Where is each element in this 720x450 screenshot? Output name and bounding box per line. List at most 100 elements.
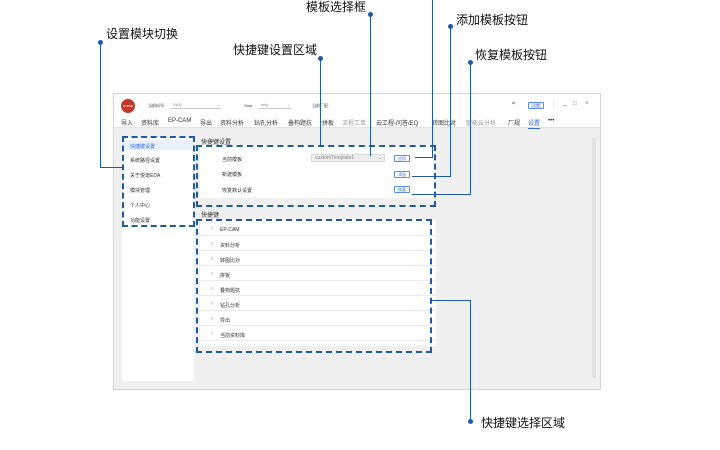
shortcut-row-panel[interactable]: › 拼板 [200, 268, 436, 281]
shortcut-row-label: 导出 [220, 318, 231, 324]
chevron-right-icon: › [211, 316, 213, 322]
shortcut-list: ›EP-CAM ›资料分析 ›转图比对 ›拼板 ›叠构题抗 ›钻孔分析 ›导出 … [200, 220, 436, 346]
add-template-button[interactable]: 添加 [394, 171, 410, 178]
shortcut-row-label: 拼板 [220, 273, 231, 279]
chevron-down-icon: ⌄ [286, 102, 290, 107]
chevron-right-icon: › [211, 286, 213, 292]
callout-line [412, 194, 471, 196]
chevron-right-icon: › [211, 256, 213, 262]
shortcut-row-label: 当前资料库 [220, 333, 246, 339]
close-icon[interactable]: × [585, 101, 589, 107]
shortcut-row-label: 转图比对 [220, 258, 241, 264]
chevron-right-icon: › [211, 301, 213, 307]
sidebar-item-modules[interactable]: 模块管理 [130, 188, 151, 194]
maximize-icon[interactable]: □ [573, 101, 577, 107]
menu-item-cloud-eq[interactable]: 云工程-问答/EQ [376, 121, 419, 127]
shortcut-select-highlight [196, 219, 432, 353]
step-value: orig [261, 102, 268, 107]
menu-bar: 导入 资料库 EP-CAM 导出 资料分析 钻孔分析 叠构题抗 拼板 流程工单 … [114, 114, 600, 129]
menu-item-stackup[interactable]: 叠构题抗 [288, 121, 313, 127]
menu-item-factory-rules[interactable]: 厂规 [508, 121, 521, 127]
title-bar: HYPER 当前料号: 2402 ⌄ Step: orig ⌄ 当前厂配: ⌗ … [114, 94, 600, 114]
callout-line [100, 167, 123, 169]
template-select-value: customTemplate1 [315, 155, 355, 161]
shortcut-row-label: 资料分析 [220, 243, 241, 249]
callout-line [432, 0, 434, 157]
shortcut-row-stackup[interactable]: › 叠构题抗 [200, 283, 436, 296]
current-model-label: 当前料号: [148, 103, 166, 108]
shortcut-settings-title: 快捷键设置 [201, 140, 232, 146]
menu-item-drill-analysis[interactable]: 钻孔分析 [254, 121, 279, 127]
shortcut-row-drill[interactable]: › 钻孔分析 [200, 298, 436, 311]
shortcut-row-compare[interactable]: › 转图比对 [200, 253, 436, 266]
current-model-value: 2402 [173, 102, 182, 107]
app-window: HYPER 当前料号: 2402 ⌄ Step: orig ⌄ 当前厂配: ⌗ … [113, 93, 601, 390]
menu-item-data-analysis[interactable]: 资料分析 [220, 121, 245, 127]
screen-capture-icon[interactable]: ⌗ [512, 101, 516, 107]
callout-restore-template: 恢复模板按钮 [475, 48, 548, 62]
settings-button[interactable]: 设置 [528, 102, 544, 109]
callout-line [370, 14, 372, 156]
callout-line [432, 300, 470, 302]
sidebar-item-profile[interactable]: 个人中心 [130, 203, 151, 209]
chevron-right-icon: › [211, 241, 213, 247]
chevron-right-icon: › [211, 331, 213, 337]
settings-switch-highlight [122, 136, 195, 227]
app-logo: HYPER [121, 99, 135, 113]
shortcut-row-label: 钻孔分析 [220, 303, 241, 309]
menu-item-smart-cloud[interactable]: 智能云分析 [466, 121, 497, 127]
minimize-icon[interactable]: － [562, 104, 569, 110]
shortcut-row-current-library[interactable]: › 当前资料库 [200, 328, 436, 341]
shortcut-row-export[interactable]: › 导出 [200, 313, 436, 326]
sidebar-item-shortcuts[interactable]: 快捷键设置 [130, 144, 156, 150]
shortcut-row-data-analysis[interactable]: › 资料分析 [200, 238, 436, 251]
sidebar-item-about[interactable]: 关于悦谱EDA [130, 173, 161, 179]
chevron-right-icon: › [211, 226, 213, 232]
menu-item-library[interactable]: 资料库 [141, 121, 160, 127]
apply-template-button[interactable]: 应用 [394, 155, 410, 162]
shortcut-row-label: 叠构题抗 [220, 288, 241, 294]
shortcut-settings-card: 当前模板 customTemplate1 ⌄ 应用 新建模板 添加 恢复默认设置… [200, 146, 436, 198]
sidebar-item-functions[interactable]: 功能设置 [130, 218, 151, 224]
callout-line [450, 26, 452, 176]
callout-line [470, 300, 472, 421]
callout-line [470, 62, 472, 194]
restore-template-button[interactable]: 恢复 [394, 186, 410, 193]
sidebar-item-system-paths[interactable]: 系统路径设置 [130, 158, 161, 164]
menu-item-panel[interactable]: 拼板 [322, 121, 335, 127]
step-label: Step: [244, 103, 254, 108]
settings-content: 快捷键设置 当前模板 customTemplate1 ⌄ 应用 新建模板 添加 … [200, 134, 594, 384]
chevron-down-icon: ⌄ [216, 102, 220, 107]
shortcut-row-label: EP-CAM [220, 227, 240, 233]
more-icon[interactable]: ••• [548, 118, 555, 124]
callout-template-select: 模板选择框 [306, 0, 367, 14]
callout-shortcut-select: 快捷键选择区域 [481, 416, 566, 430]
menu-item-compare[interactable]: 转图比对 [432, 121, 457, 127]
callout-shortcut-settings: 快捷键设置区域 [233, 43, 318, 57]
callout-line [100, 42, 102, 167]
menu-item-epcam[interactable]: EP-CAM [168, 118, 192, 124]
callout-line [415, 157, 433, 159]
chevron-right-icon: › [211, 271, 213, 277]
scrollbar[interactable] [592, 138, 596, 378]
menu-item-workflow[interactable]: 流程工单 [342, 121, 367, 127]
callout-dot [468, 419, 473, 424]
sidebar-active-highlight [122, 140, 194, 150]
chevron-down-icon: ⌄ [377, 155, 382, 161]
menu-item-export[interactable]: 导出 [200, 121, 213, 127]
template-select[interactable]: customTemplate1 ⌄ [311, 154, 385, 162]
settings-sidebar: 快捷键设置 系统路径设置 关于悦谱EDA 模块管理 个人中心 功能设置 [122, 138, 194, 381]
current-template-label: 当前模板 [222, 157, 243, 163]
divider: | [553, 101, 555, 107]
callout-add-template: 添加模板按钮 [456, 13, 529, 27]
shortcuts-title: 快捷键 [201, 213, 220, 219]
callout-line [320, 58, 322, 145]
menu-item-settings[interactable]: 设置 [528, 118, 541, 129]
restore-default-label: 恢复默认设置 [222, 188, 253, 194]
step-select[interactable]: orig ⌄ [259, 102, 291, 109]
shortcut-row-epcam[interactable]: › EP-CAM [200, 223, 436, 236]
current-model-select[interactable]: 2402 ⌄ [171, 102, 221, 109]
callout-settings-switch: 设置模块切换 [106, 27, 179, 41]
shortcut-settings-highlight [196, 145, 436, 207]
menu-item-import[interactable]: 导入 [121, 121, 134, 127]
